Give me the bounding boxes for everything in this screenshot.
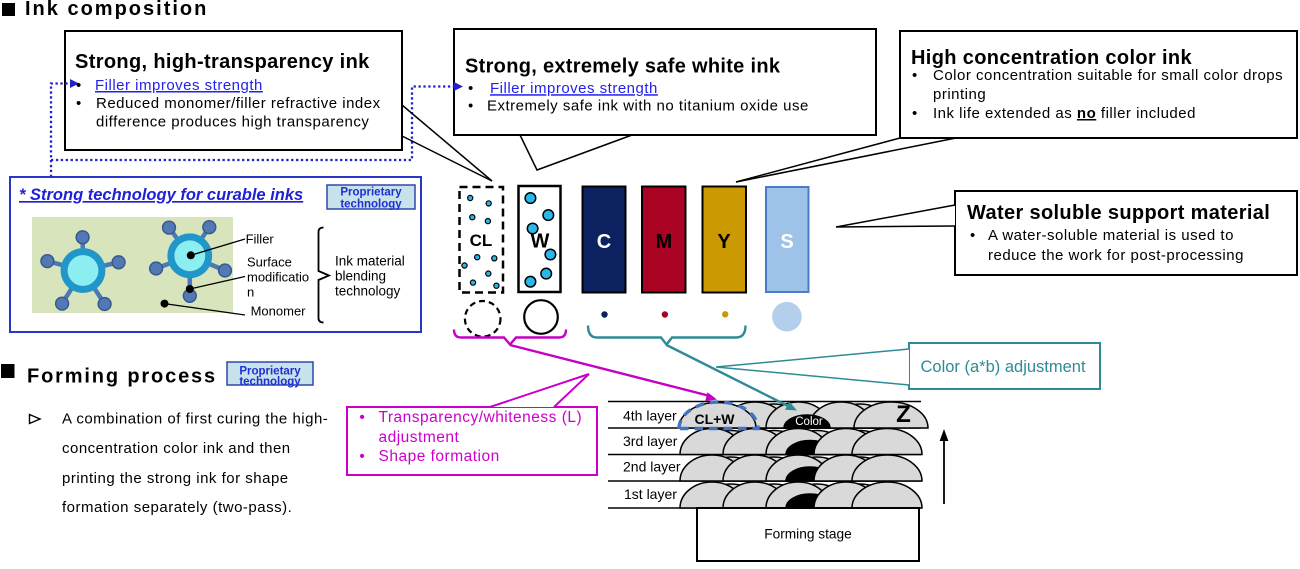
svg-text:•: • — [359, 448, 364, 465]
svg-text:•: • — [468, 98, 473, 115]
svg-text:High concentration color ink: High concentration color ink — [911, 47, 1192, 69]
svg-text:reduce the work for post-proce: reduce the work for post-processing — [988, 247, 1244, 264]
svg-text:difference produces high trans: difference produces high transparency — [96, 114, 369, 131]
svg-text:C: C — [597, 231, 611, 253]
svg-text:modificatio: modificatio — [247, 269, 309, 284]
svg-text:•: • — [468, 80, 473, 97]
svg-text:technology: technology — [239, 376, 301, 388]
svg-text:S: S — [780, 231, 793, 253]
svg-text:•: • — [76, 95, 81, 112]
svg-text:A water-soluble material is us: A water-soluble material is used to — [988, 227, 1234, 244]
svg-text:Color concentration suitable f: Color concentration suitable for small c… — [933, 67, 1283, 84]
svg-text:printing: printing — [933, 86, 986, 103]
svg-text:Strong, extremely safe white i: Strong, extremely safe white ink — [465, 56, 781, 78]
svg-text:Filler improves strength: Filler improves strength — [490, 80, 658, 97]
svg-text:•: • — [912, 67, 917, 84]
svg-text:•: • — [912, 105, 917, 122]
svg-text:blending: blending — [335, 269, 386, 284]
svg-text:CL+W: CL+W — [694, 411, 735, 427]
svg-text:1st layer: 1st layer — [624, 486, 677, 502]
svg-text:Transparency/whiteness (L): Transparency/whiteness (L) — [379, 409, 583, 426]
svg-text:Ink material: Ink material — [335, 253, 405, 268]
svg-text:Color: Color — [795, 416, 823, 428]
svg-text:2nd layer: 2nd layer — [623, 459, 681, 475]
svg-text:printing the strong ink for sh: printing the strong ink for shape — [62, 470, 289, 487]
svg-text:Water soluble support material: Water soluble support material — [967, 202, 1270, 224]
svg-text:Filler: Filler — [246, 232, 275, 247]
svg-text:•: • — [970, 227, 975, 244]
svg-text:Strong, high-transparency ink: Strong, high-transparency ink — [75, 51, 370, 73]
svg-text:Filler improves strength: Filler improves strength — [95, 77, 263, 94]
svg-text:concentration color ink and th: concentration color ink and then — [62, 440, 291, 457]
svg-text:formation separately (two-pass: formation separately (two-pass). — [62, 499, 292, 516]
svg-text:adjustment: adjustment — [379, 429, 460, 446]
svg-text:4th layer: 4th layer — [623, 408, 677, 424]
svg-text:•: • — [76, 77, 81, 94]
svg-text:technology: technology — [335, 284, 401, 299]
svg-text:Forming process: Forming process — [27, 366, 217, 388]
svg-text:W: W — [531, 231, 550, 253]
svg-text:M: M — [656, 231, 673, 253]
svg-text:Y: Y — [717, 231, 731, 253]
svg-text:Ink composition: Ink composition — [25, 0, 208, 20]
svg-text:3rd layer: 3rd layer — [623, 433, 678, 449]
svg-text:Reduced monomer/filler refract: Reduced monomer/filler refractive index — [96, 95, 381, 112]
svg-text:Proprietary: Proprietary — [340, 186, 402, 198]
svg-text:Ink life extended as no filler: Ink life extended as no filler included — [933, 105, 1196, 122]
svg-text:technology: technology — [340, 198, 402, 210]
svg-text:CL: CL — [470, 231, 493, 250]
svg-text:Monomer: Monomer — [251, 304, 307, 319]
svg-text:Forming stage: Forming stage — [764, 527, 852, 542]
svg-text:n: n — [247, 284, 254, 299]
svg-text:* Strong technology for curabl: * Strong technology for curable inks — [19, 186, 303, 204]
svg-text:•: • — [359, 409, 364, 426]
svg-text:Surface: Surface — [247, 254, 292, 269]
svg-text:Color (a*b) adjustment: Color (a*b) adjustment — [921, 358, 1086, 376]
svg-text:A combination of first curing: A combination of first curing the high- — [62, 411, 328, 428]
svg-text:Shape formation: Shape formation — [379, 448, 500, 465]
svg-text:Extremely safe ink with no tit: Extremely safe ink with no titanium oxid… — [487, 98, 809, 115]
svg-text:Z: Z — [896, 401, 911, 428]
